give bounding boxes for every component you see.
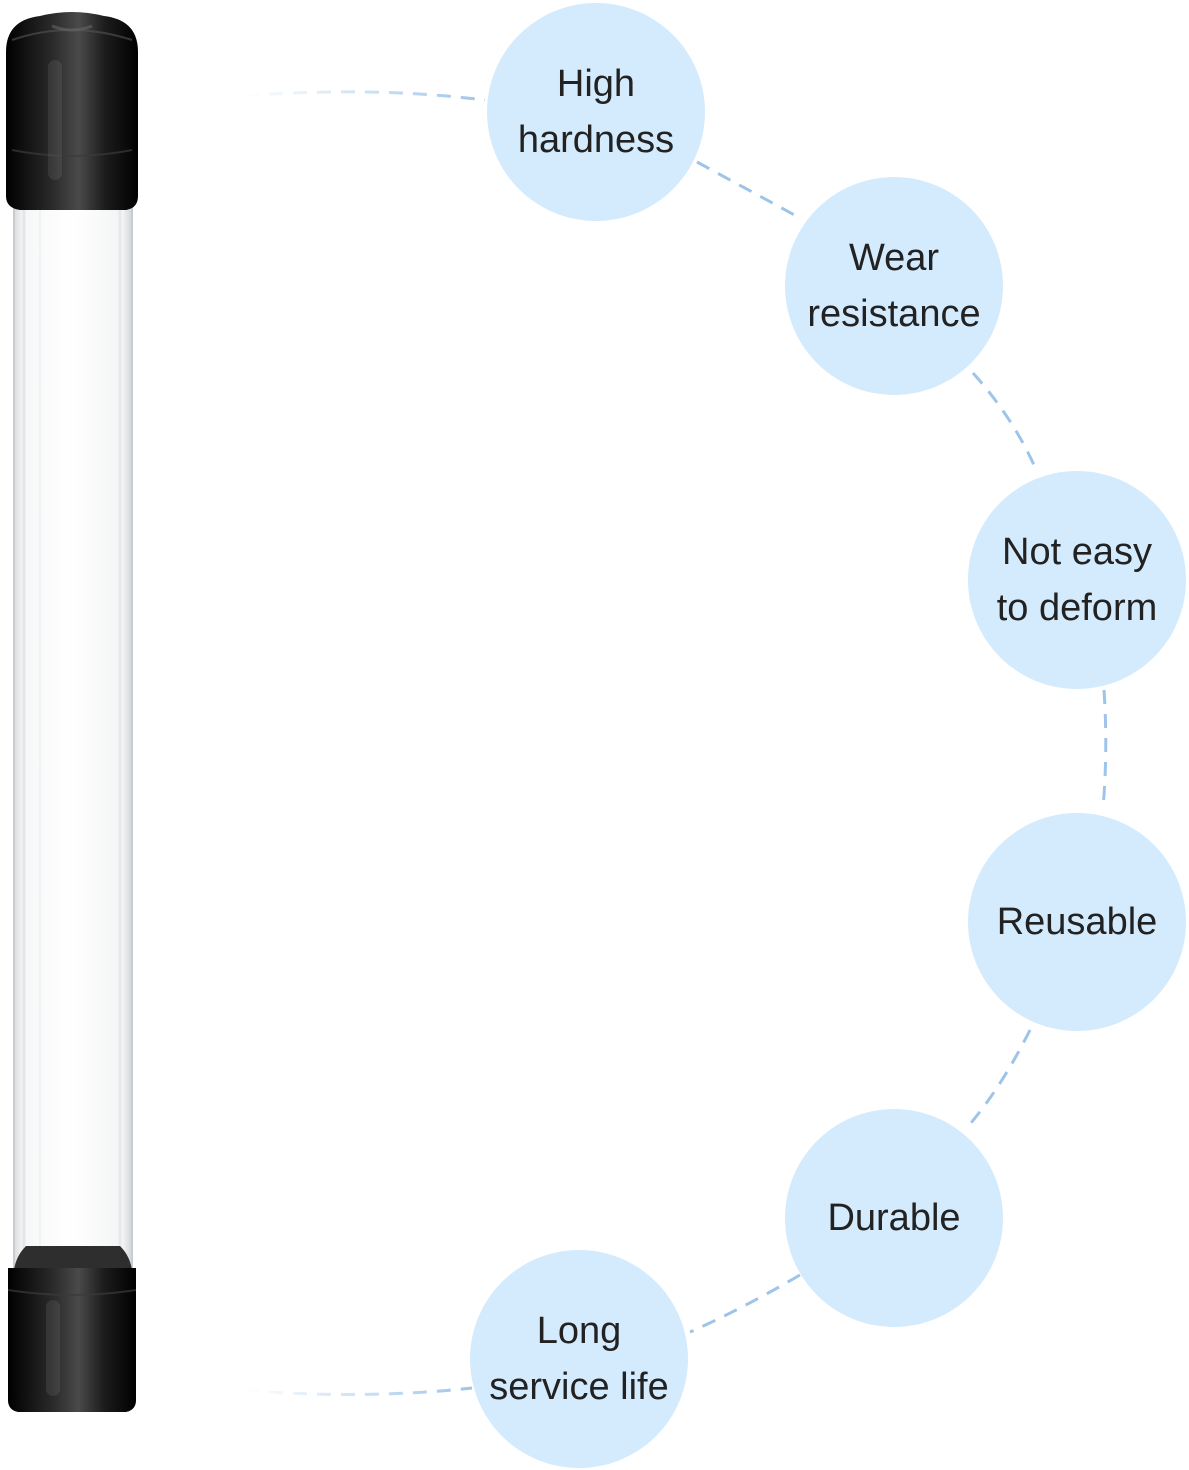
circle-shape-6 [470,1250,688,1468]
feature-circle-high-hardness: High hardness [487,3,705,221]
feature-label: High hardness [517,63,675,161]
connector-1-2 [696,160,801,220]
connector-top-left [244,90,486,102]
clear-tube-with-black-end-caps-icon [6,12,138,1412]
feature-circle-reusable: Reusable [968,813,1186,1031]
circle-shape-2 [785,177,1003,395]
connector-4-5 [963,1029,1032,1131]
tube-body [13,195,133,1277]
feature-label: Wear resistance [807,237,981,335]
connector-3-4 [1101,689,1108,809]
feature-label: Not easy to deform [996,531,1158,629]
connector-2-3 [971,372,1039,473]
feature-circle-shapes [470,3,1186,1468]
feature-circle-durable: Durable [785,1109,1003,1327]
bottom-end-cap [7,1246,137,1412]
top-end-cap [6,12,138,210]
feature-label: Long service life [489,1310,669,1408]
connector-bottom-left [244,1386,473,1397]
circle-shape-5 [785,1109,1003,1327]
feature-circle-not-easy-to-deform: Not easy to deform [968,471,1186,689]
circle-shape-1 [487,3,705,221]
circle-shape-4 [968,813,1186,1031]
feature-circle-wear-resistance: Wear resistance [785,177,1003,395]
dashed-connector-lines [244,90,1108,1397]
circle-shape-3 [968,471,1186,689]
feature-circle-long-service-life: Long service life [470,1250,688,1468]
connector-5-6 [689,1273,801,1334]
feature-label: Reusable [996,901,1158,943]
feature-label: Durable [827,1197,961,1239]
